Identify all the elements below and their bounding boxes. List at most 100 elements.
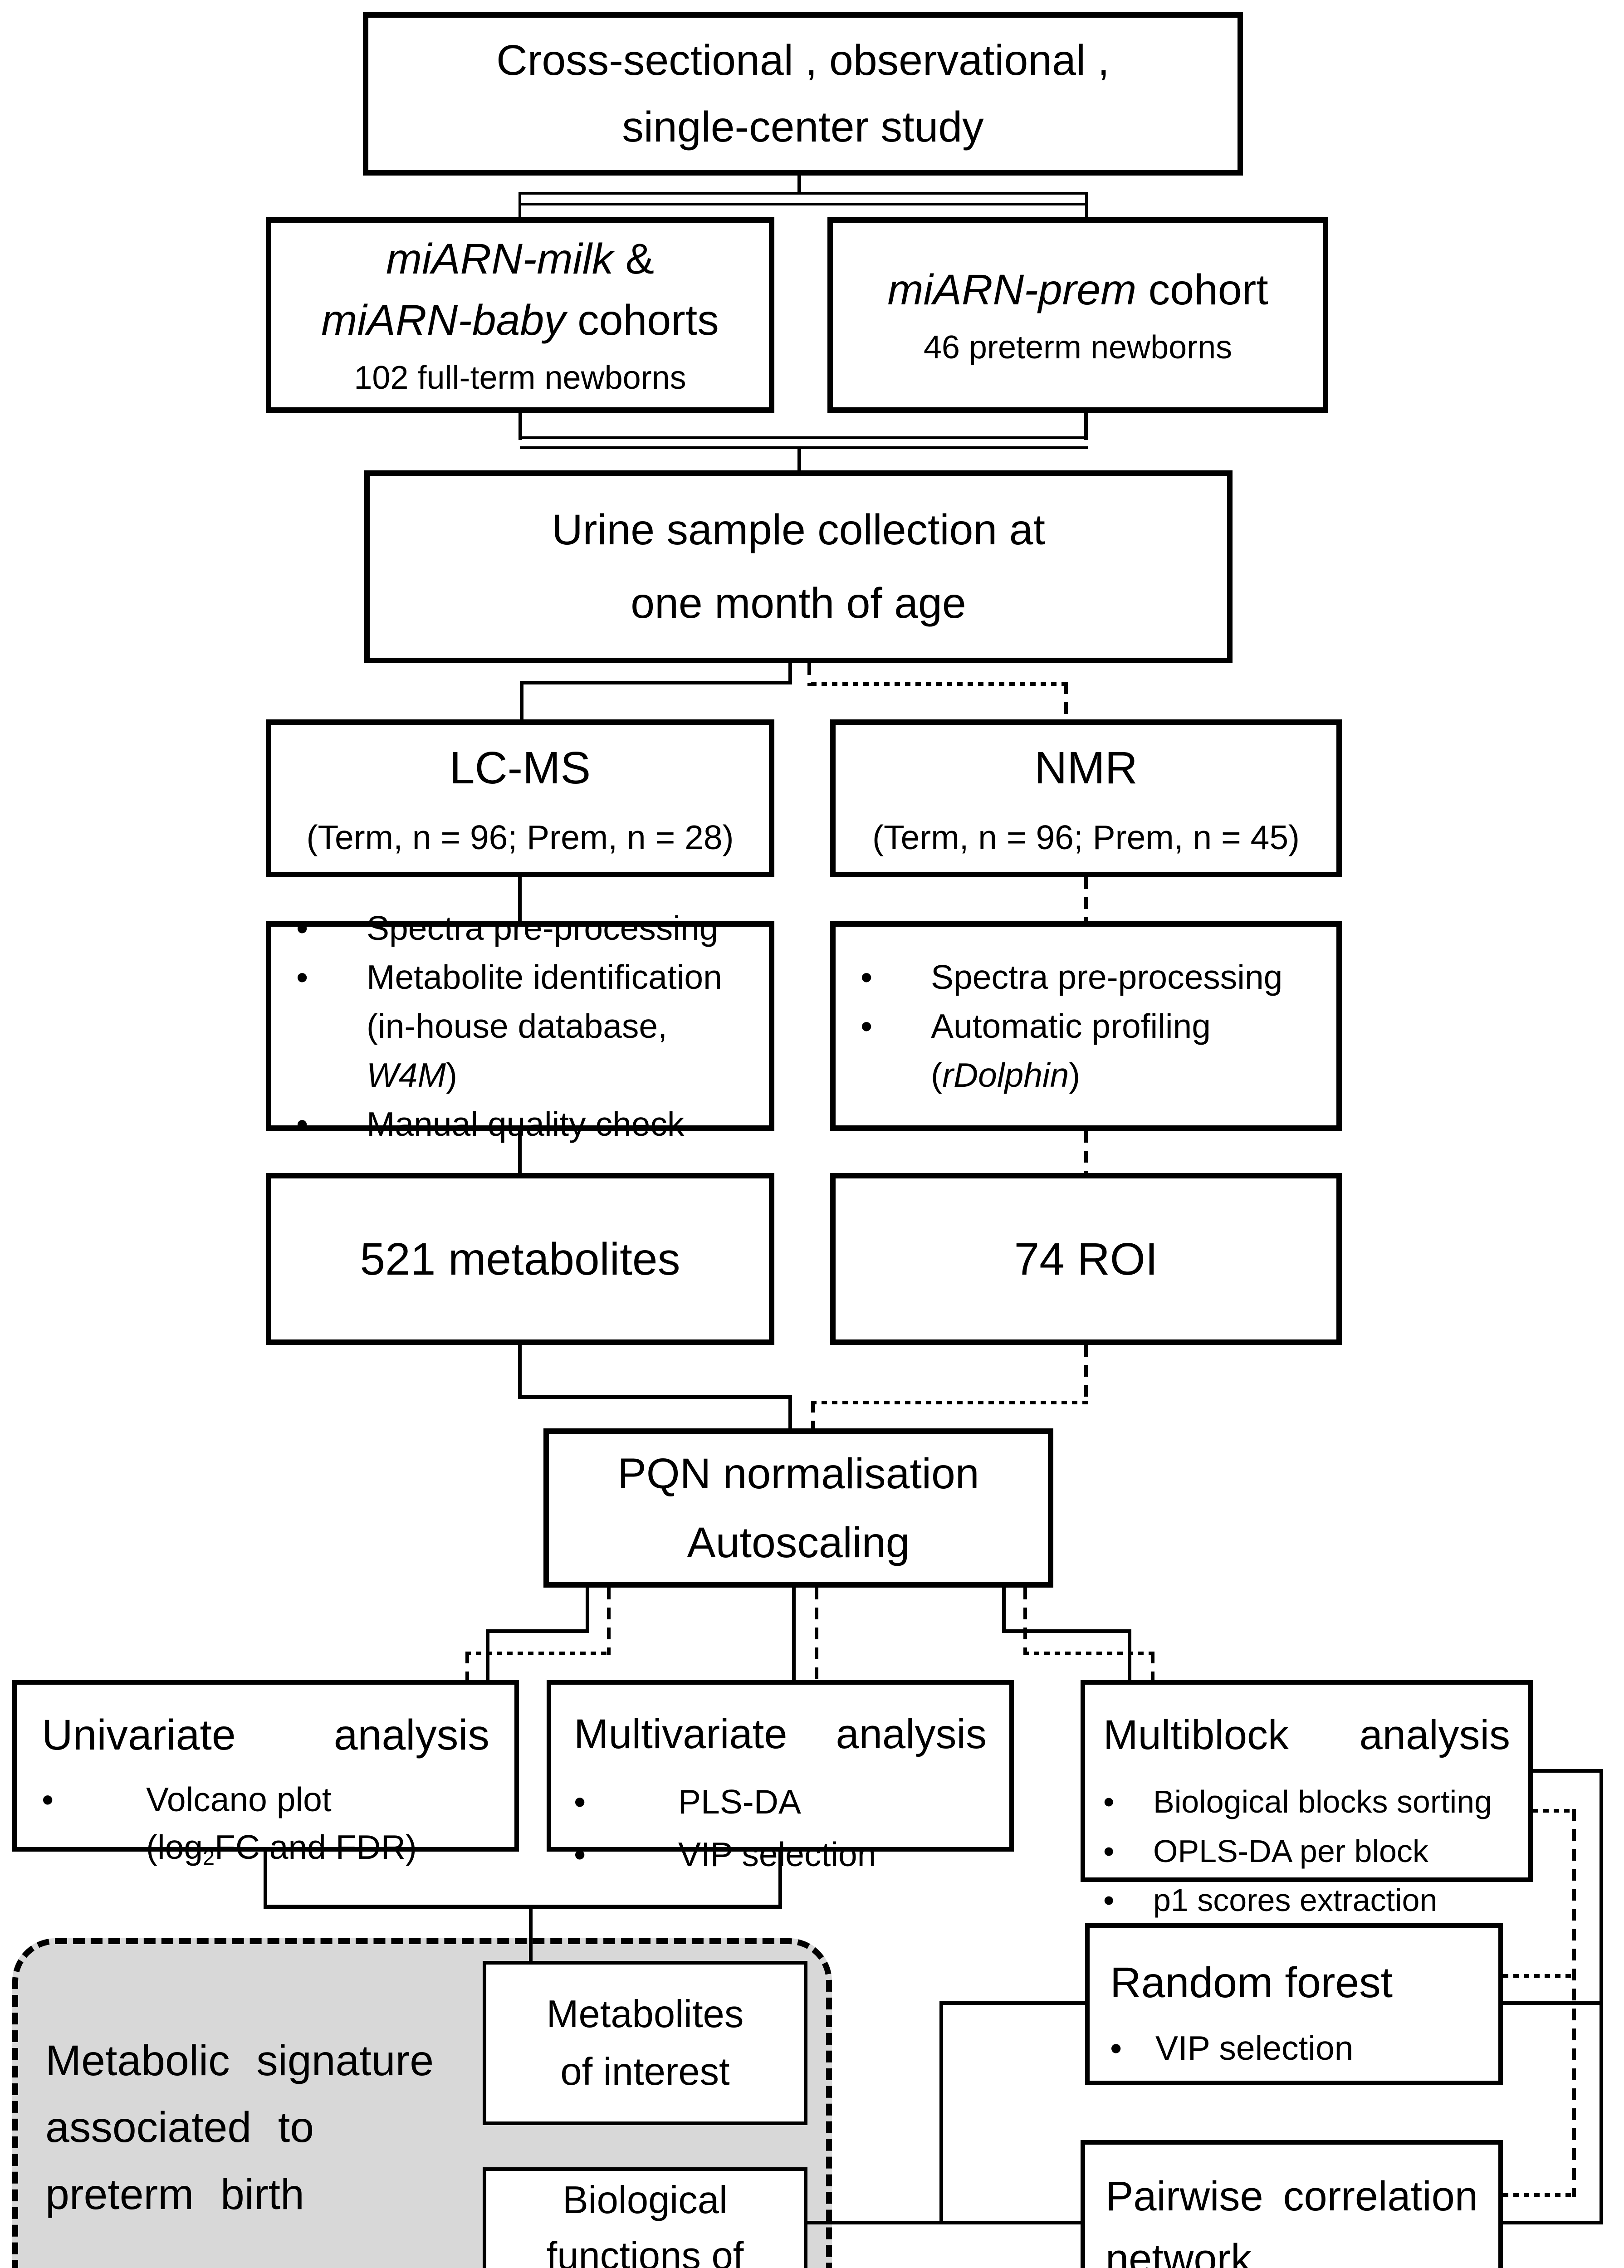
urine-line1: Urine sample collection at — [552, 506, 1045, 554]
lcms-step-3: • Manual quality check — [296, 1100, 755, 1149]
connector-urine-nmr-v — [1064, 682, 1068, 719]
lcms-step-2-line1: Metabolite identification — [367, 958, 722, 996]
lcms-step-3-text: Manual quality check — [367, 1105, 685, 1143]
randomforest-bullet-1: • VIP selection — [1110, 2024, 1478, 2072]
volcano-line: Volcano plot — [146, 1780, 332, 1818]
nmr-step-2-paren: ( — [931, 1056, 942, 1094]
connector-pqn-block-d2 — [1151, 1652, 1154, 1680]
lcms-step-2-w4m: W4M — [367, 1056, 446, 1094]
lcms-steps-box: • Spectra pre-processing • Metabolite id… — [266, 909, 774, 1143]
connector-mid-bar-1 — [520, 436, 1088, 439]
connector-roi-pqn — [811, 1401, 815, 1428]
bullet-icon: • — [1103, 1833, 1115, 1869]
pairwise-box: Pairwise correlation network • Betweenne… — [1081, 2140, 1503, 2268]
bullet-icon: • — [296, 1105, 308, 1143]
nmr-step-2-paren-close: ) — [1069, 1056, 1081, 1094]
log-post: FC and FDR) — [214, 1828, 417, 1866]
univariate-bullet-1-text: Volcano plot (log2FC and FDR) — [146, 1776, 489, 1872]
pqn-line1: PQN normalisation — [617, 1449, 979, 1498]
metabolites-line1: Metabolites — [546, 1992, 744, 2036]
nmr-step-2: • Automatic profiling (rDolphin) — [861, 1002, 1323, 1100]
connector-urine-nmr-h — [811, 682, 1068, 686]
univariate-bullet-1: • Volcano plot (log2FC and FDR) — [42, 1776, 489, 1872]
connector-pqn-uni-h — [486, 1629, 589, 1633]
connector-top-right-drop — [1085, 192, 1088, 217]
multiblock-bullet-2: • OPLS-DA per block — [1103, 1827, 1510, 1876]
randomforest-bullet-1-text: VIP selection — [1155, 2028, 1354, 2067]
cohort-term-line2: miARN-baby cohorts — [321, 290, 719, 351]
pqn-line2: Autoscaling — [687, 1518, 910, 1567]
cohort-prem-box: miARN-prem cohort 46 preterm newborns — [827, 217, 1328, 413]
bullet-icon: • — [1103, 1784, 1115, 1819]
lcms-result-text: 521 metabolites — [360, 1233, 680, 1285]
multiblock-box: Multiblock analysis • Biological blocks … — [1081, 1680, 1533, 1918]
urine-line2: one month of age — [631, 579, 966, 627]
lcms-box: LC-MS (Term, n = 96; Prem, n = 28) — [266, 719, 774, 877]
connector-urine-lcms-v — [520, 681, 523, 719]
connector-multiblock-solid-tap — [1533, 1769, 1600, 1773]
connector-roi-down — [1084, 1345, 1088, 1404]
nmr-box: NMR (Term, n = 96; Prem, n = 45) — [830, 719, 1342, 877]
cohort-term-name1: miARN-milk — [386, 235, 614, 284]
connector-merge-bar — [264, 1905, 782, 1909]
bullet-icon: • — [861, 958, 873, 996]
cohort-prem-line1: miARN-prem cohort — [887, 259, 1268, 321]
connector-top-bar-1 — [520, 192, 1088, 195]
lcms-step-2-line2-pre: (in-house database, — [367, 1007, 667, 1045]
connector-merge-metabolites — [529, 1909, 533, 1961]
cohort-term-name2: miARN-baby — [321, 296, 566, 345]
pqn-box: PQN normalisation Autoscaling — [543, 1428, 1053, 1588]
multiblock-bullet-1: • Biological blocks sorting — [1103, 1777, 1510, 1827]
signature-line2: associated to — [45, 2103, 314, 2152]
connector-top-bar-2 — [520, 203, 1088, 205]
connector-top-left-drop — [519, 192, 521, 217]
metabolic-signature-label: Metabolic signature associated to preter… — [45, 2028, 454, 2228]
connector-521-h — [518, 1395, 792, 1399]
nmr-step-2-rdolphin: rDolphin — [942, 1056, 1069, 1094]
lcms-step-1: • Spectra pre-processing — [296, 904, 755, 953]
connector-urine-nmr-stub — [807, 663, 811, 686]
multivariate-title: Multivariate analysis — [574, 1711, 987, 1757]
connector-lcms-result — [518, 1131, 522, 1173]
urine-box: Urine sample collection at one month of … — [364, 470, 1233, 663]
connector-rf-dashed-tap — [1503, 1974, 1572, 1978]
connector-urine-stub — [797, 448, 801, 470]
nmr-step-2-line1: Automatic profiling — [931, 1007, 1211, 1045]
connector-study-stub — [797, 176, 801, 193]
lcms-step-2-text: Metabolite identification (in-house data… — [367, 953, 755, 1100]
multiblock-bullet-3: • p1 scores extraction — [1103, 1876, 1510, 1925]
connector-pqn-uni-v1 — [586, 1588, 589, 1633]
log-pre: (log — [146, 1828, 203, 1866]
log-sub: 2 — [203, 1845, 215, 1869]
connector-521-pqn — [788, 1395, 792, 1428]
bullet-icon: • — [574, 1783, 586, 1821]
connector-junction-up — [939, 2001, 943, 2224]
nmr-step-1-text: Spectra pre-processing — [931, 958, 1283, 996]
bullet-icon: • — [296, 958, 308, 996]
connector-pqn-uni-dh — [465, 1652, 611, 1655]
multivariate-box: Multivariate analysis • PLS-DA • VIP sel… — [547, 1680, 1014, 1873]
connector-cohort-right-down — [1084, 413, 1088, 440]
nmr-subtitle: (Term, n = 96; Prem, n = 45) — [872, 818, 1300, 856]
lcms-step-2-line2-post: ) — [445, 1056, 457, 1094]
randomforest-box: Random forest • VIP selection — [1085, 1923, 1503, 2085]
lcms-subtitle: (Term, n = 96; Prem, n = 28) — [306, 818, 734, 856]
connector-pqn-uni-d2 — [465, 1652, 469, 1680]
connector-urine-lcms-h — [520, 681, 792, 684]
connector-pqn-uni-d1 — [607, 1588, 611, 1655]
bullet-icon: • — [574, 1835, 586, 1874]
nmr-title: NMR — [1034, 742, 1138, 793]
cohort-term-rest2: cohorts — [565, 296, 719, 345]
lcms-result-box: 521 metabolites — [266, 1173, 774, 1345]
cohort-prem-name: miARN-prem — [887, 265, 1137, 314]
multiblock-bullet-2-text: OPLS-DA per block — [1153, 1833, 1428, 1869]
bullet-icon: • — [42, 1780, 54, 1818]
nmr-step-1: • Spectra pre-processing — [861, 953, 1323, 1002]
multivariate-bullet-1: • PLS-DA — [574, 1775, 987, 1828]
connector-pairwise-dashed-tap — [1503, 2193, 1572, 2197]
connector-urine-lcms-stub — [788, 663, 792, 684]
nmr-steps-box: • Spectra pre-processing • Automatic pro… — [830, 921, 1342, 1131]
multiblock-bullet-3-text: p1 scores extraction — [1153, 1882, 1438, 1918]
lcms-title: LC-MS — [449, 742, 591, 793]
